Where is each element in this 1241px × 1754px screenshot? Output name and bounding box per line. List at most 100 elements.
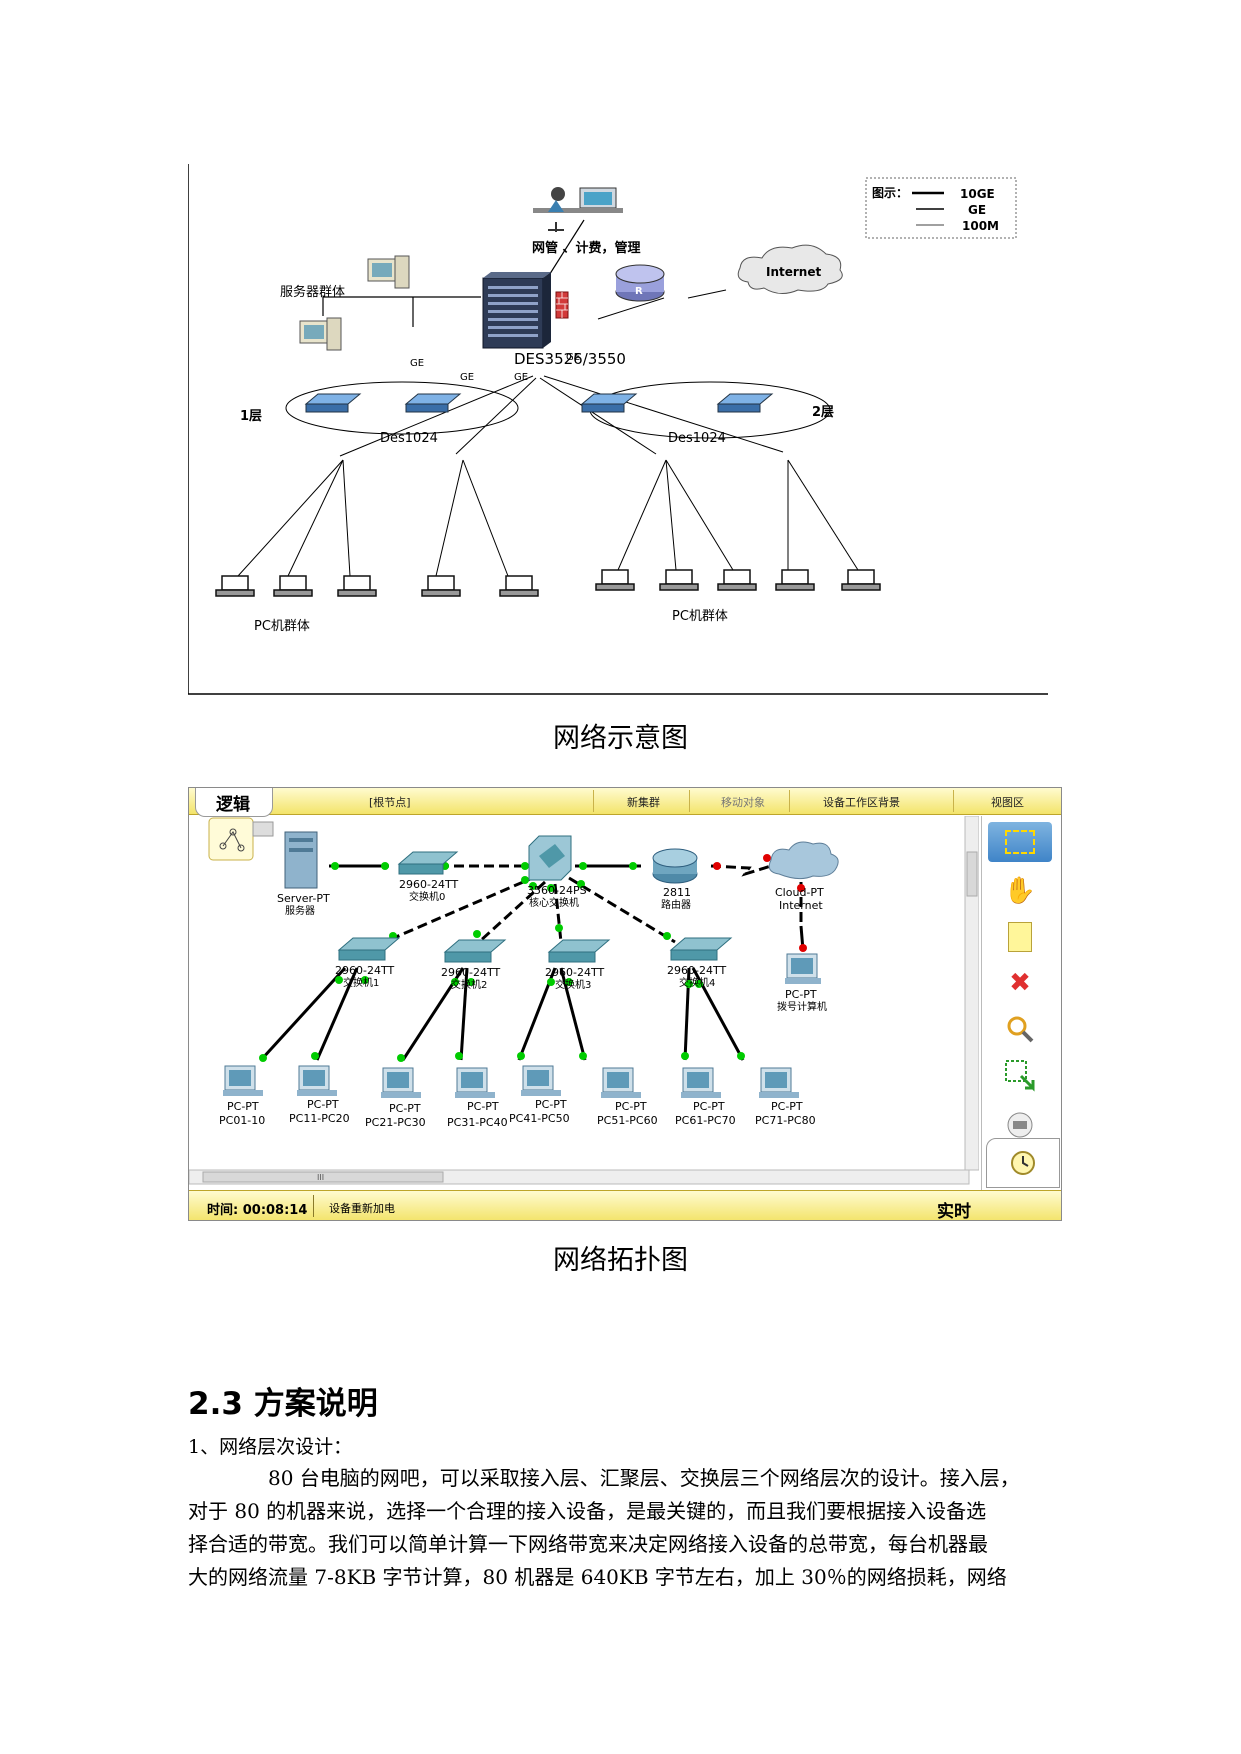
switch1-name: 交换机1 (343, 976, 379, 989)
router-name: 路由器 (661, 898, 691, 911)
core-switch-icon (482, 272, 551, 349)
pc-range: PC11-PC20 (289, 1112, 350, 1125)
pc-labels: PC-PT PC01-10 PC-PT PC11-PC20 PC-PT PC21… (219, 1098, 816, 1129)
paragraph-line: 大的网络流量 7-8KB 字节计算，80 机器是 640KB 字节左右，加上 3… (188, 1565, 1007, 1589)
pc-range: PC31-PC40 (447, 1116, 508, 1129)
pc-range: PC21-PC30 (365, 1116, 426, 1129)
router-model: 2811 (663, 886, 691, 899)
paragraph-line: 择合适的带宽。我们可以简单计算一下网络带宽来决定网络接入设备的总带宽，每台机器最 (188, 1532, 988, 1556)
note-icon (1008, 922, 1032, 952)
firewall-icon (555, 291, 569, 319)
pc-model: PC-PT (389, 1102, 421, 1115)
switch4-icon (669, 937, 733, 961)
access-switch-icon (716, 393, 774, 413)
link-down-lights (713, 854, 807, 952)
legend-100m: 100M (962, 219, 999, 233)
switch4-model: 2960-24TT (667, 964, 726, 977)
switch3-name: 交换机3 (555, 978, 591, 991)
core-switch-label: DES3526/3550 (514, 350, 626, 368)
switch2-icon (443, 939, 507, 963)
ge-label: GE (566, 352, 580, 363)
tool-palette: ✋ ✖ (981, 816, 1061, 1190)
switch0-icon (397, 851, 459, 875)
dialup-pc-icon (785, 953, 821, 984)
paragraph-line: 对于 80 的机器来说，选择一个合理的接入设备，是最关键的，而且我们要根据接入设… (188, 1499, 987, 1523)
pc-model: PC-PT (615, 1100, 647, 1113)
select-icon (1005, 830, 1035, 854)
legend-title: 图示： (872, 186, 908, 200)
server-icon (367, 255, 410, 289)
legend-10ge: 10GE (960, 187, 995, 201)
access-switch-icon (404, 393, 462, 413)
pc-model: PC-PT (771, 1100, 803, 1113)
server-pt-icon (284, 831, 318, 889)
delete-tool[interactable]: ✖ (1000, 964, 1040, 1002)
realtime-mode-label: 实时 (937, 1202, 971, 1221)
menu-root-node[interactable]: [根节点] (369, 796, 411, 809)
clock-icon (1011, 1151, 1035, 1175)
figure1-caption: 网络示意图 (553, 723, 688, 754)
switch1-icon (337, 937, 401, 961)
pc-model: PC-PT (307, 1098, 339, 1111)
figure2-caption: 网络拓扑图 (553, 1245, 688, 1276)
power-cycle-button[interactable]: 设备重新加电 (329, 1202, 395, 1215)
horizontal-scrollbar[interactable]: III (189, 1169, 970, 1185)
server-model: Server-PT (277, 892, 330, 905)
pc-model: PC-PT (467, 1100, 499, 1113)
internet-cloud-icon (737, 244, 843, 294)
link-status-lights (259, 862, 745, 1062)
mgmt-label: 网管 、计费，管理 (532, 240, 641, 256)
resize-tool[interactable] (1000, 1056, 1040, 1094)
logical-tab-label: 逻辑 (216, 795, 250, 815)
inspect-tool[interactable] (1000, 1010, 1040, 1048)
switch1-model: 2960-24TT (335, 964, 394, 977)
server-icon (299, 317, 342, 351)
pc-group-right-label: PC机群体 (672, 609, 728, 624)
workspace-menu-bar: [根节点] 新集群 移动对象 设备工作区背景 视图区 (189, 788, 1061, 815)
switch4-name: 交换机4 (679, 976, 715, 989)
realtime-tab[interactable] (986, 1138, 1060, 1188)
menu-new-cluster[interactable]: 新集群 (627, 796, 660, 809)
packet-tracer-window: [根节点] 新集群 移动对象 设备工作区背景 视图区 逻辑 (188, 787, 1062, 1221)
hand-tool[interactable]: ✋ (1000, 872, 1040, 910)
switch-right-label: Des1024 (668, 431, 726, 446)
switch2-name: 交换机2 (451, 978, 487, 991)
menu-workspace-background[interactable]: 设备工作区背景 (823, 796, 900, 809)
access-switch-icon (580, 393, 638, 413)
pdu-icon (1007, 1112, 1033, 1138)
router-icon: R (615, 264, 665, 302)
select-tool[interactable] (988, 822, 1052, 862)
topology-links (259, 864, 805, 1062)
floor1-label: 1层 (240, 409, 262, 424)
network-schematic-figure: 图示： 10GE GE 100M (188, 164, 1050, 698)
paragraph-line: 80 台电脑的网吧，可以采取接入层、汇聚层、交换层三个网络层次的设计。接入层， (268, 1466, 1020, 1490)
pc-range: PC71-PC80 (755, 1114, 816, 1127)
pc-icons (215, 569, 881, 597)
cloud-pt-icon (768, 841, 839, 880)
logical-tab[interactable]: 逻辑 (195, 788, 273, 817)
switch2-model: 2960-24TT (441, 966, 500, 979)
topology-canvas[interactable]: Server-PT 服务器 2960-24TT 交换机0 3560-24PS 核… (189, 816, 979, 1188)
internet-label: Internet (766, 265, 821, 279)
logical-view-icon (208, 817, 274, 861)
pc-range: PC61-PC70 (675, 1114, 736, 1127)
status-bar: 时间: 00:08:14 设备重新加电 实时 (189, 1190, 1061, 1221)
dialup-pc-name: 拨号计算机 (777, 1000, 827, 1013)
dialup-pc-model: PC-PT (785, 988, 817, 1001)
note-tool[interactable] (1000, 918, 1040, 956)
links (237, 219, 859, 577)
servers-label: 服务器群体 (280, 284, 345, 300)
sim-time: 时间: 00:08:14 (207, 1203, 308, 1218)
vertical-scrollbar[interactable] (964, 816, 979, 1171)
server-name: 服务器 (285, 904, 315, 917)
resize-icon (1005, 1060, 1035, 1092)
pdu-tool[interactable] (1000, 1106, 1040, 1144)
cloud-name: Internet (779, 899, 823, 912)
core-switch-model: 3560-24PS (527, 884, 587, 897)
switch0-model: 2960-24TT (399, 878, 458, 891)
menu-viewport[interactable]: 视图区 (991, 796, 1024, 809)
menu-move-object[interactable]: 移动对象 (721, 796, 765, 809)
pc-pt-icons (223, 1065, 799, 1098)
ge-label: GE (514, 372, 528, 383)
floor2-label: 2层 (812, 405, 834, 420)
